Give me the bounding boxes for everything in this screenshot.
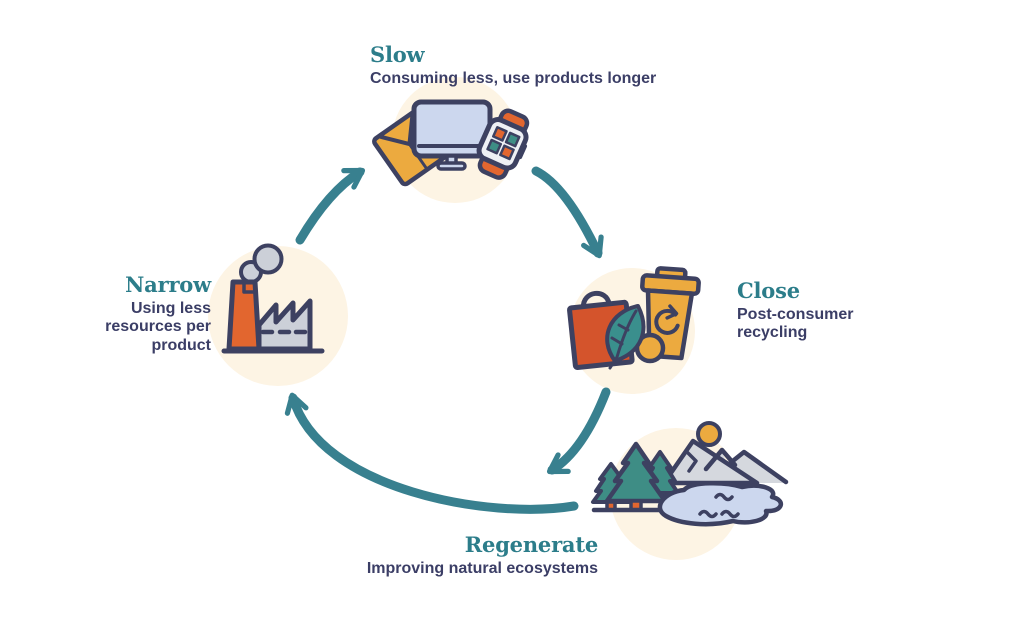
stage-label-slow: Slow Consuming less, use products longer [370, 42, 657, 88]
devices-icon [372, 99, 530, 187]
recycle-arrow-icon [654, 308, 680, 335]
stage-title-regenerate: Regenerate [464, 532, 598, 557]
stage-description-narrow: Using less resources per product [105, 300, 211, 354]
leaf-icon [605, 304, 646, 370]
stage-label-regenerate: Regenerate Improving natural ecosystems [320, 532, 598, 578]
recyclables-icon [567, 266, 701, 371]
monitor-icon [411, 99, 493, 171]
arrow-slow-to-close-icon [531, 166, 604, 259]
smartwatch-icon [476, 108, 530, 180]
stage-description-regenerate: Improving natural ecosystems [366, 560, 598, 578]
stage-label-close: Close Post-consumer recycling [737, 278, 887, 343]
stage-title-close: Close [737, 278, 800, 303]
arrow-regenerate-to-narrow-icon [284, 392, 579, 514]
smoke-puff-icon [252, 243, 284, 275]
stage-title-slow: Slow [370, 42, 425, 67]
stage-description-slow: Consuming less, use products longer [370, 70, 657, 88]
mountain-icon [726, 449, 789, 485]
factory-icon [221, 243, 325, 354]
pond-icon [657, 481, 783, 527]
arrow-narrow-to-slow-icon [295, 167, 366, 245]
stage-title-narrow: Narrow [125, 272, 211, 297]
factory-building-icon [256, 298, 313, 352]
landscape-icon [591, 421, 789, 527]
stage-label-narrow: Narrow Using less resources per product [86, 272, 211, 355]
sun-icon [696, 421, 722, 447]
water-waves [698, 492, 740, 519]
cycle-arrows [284, 166, 611, 514]
arrow-close-to-regenerate-icon [546, 387, 611, 475]
stage-description-close: Post-consumer recycling [737, 306, 854, 342]
